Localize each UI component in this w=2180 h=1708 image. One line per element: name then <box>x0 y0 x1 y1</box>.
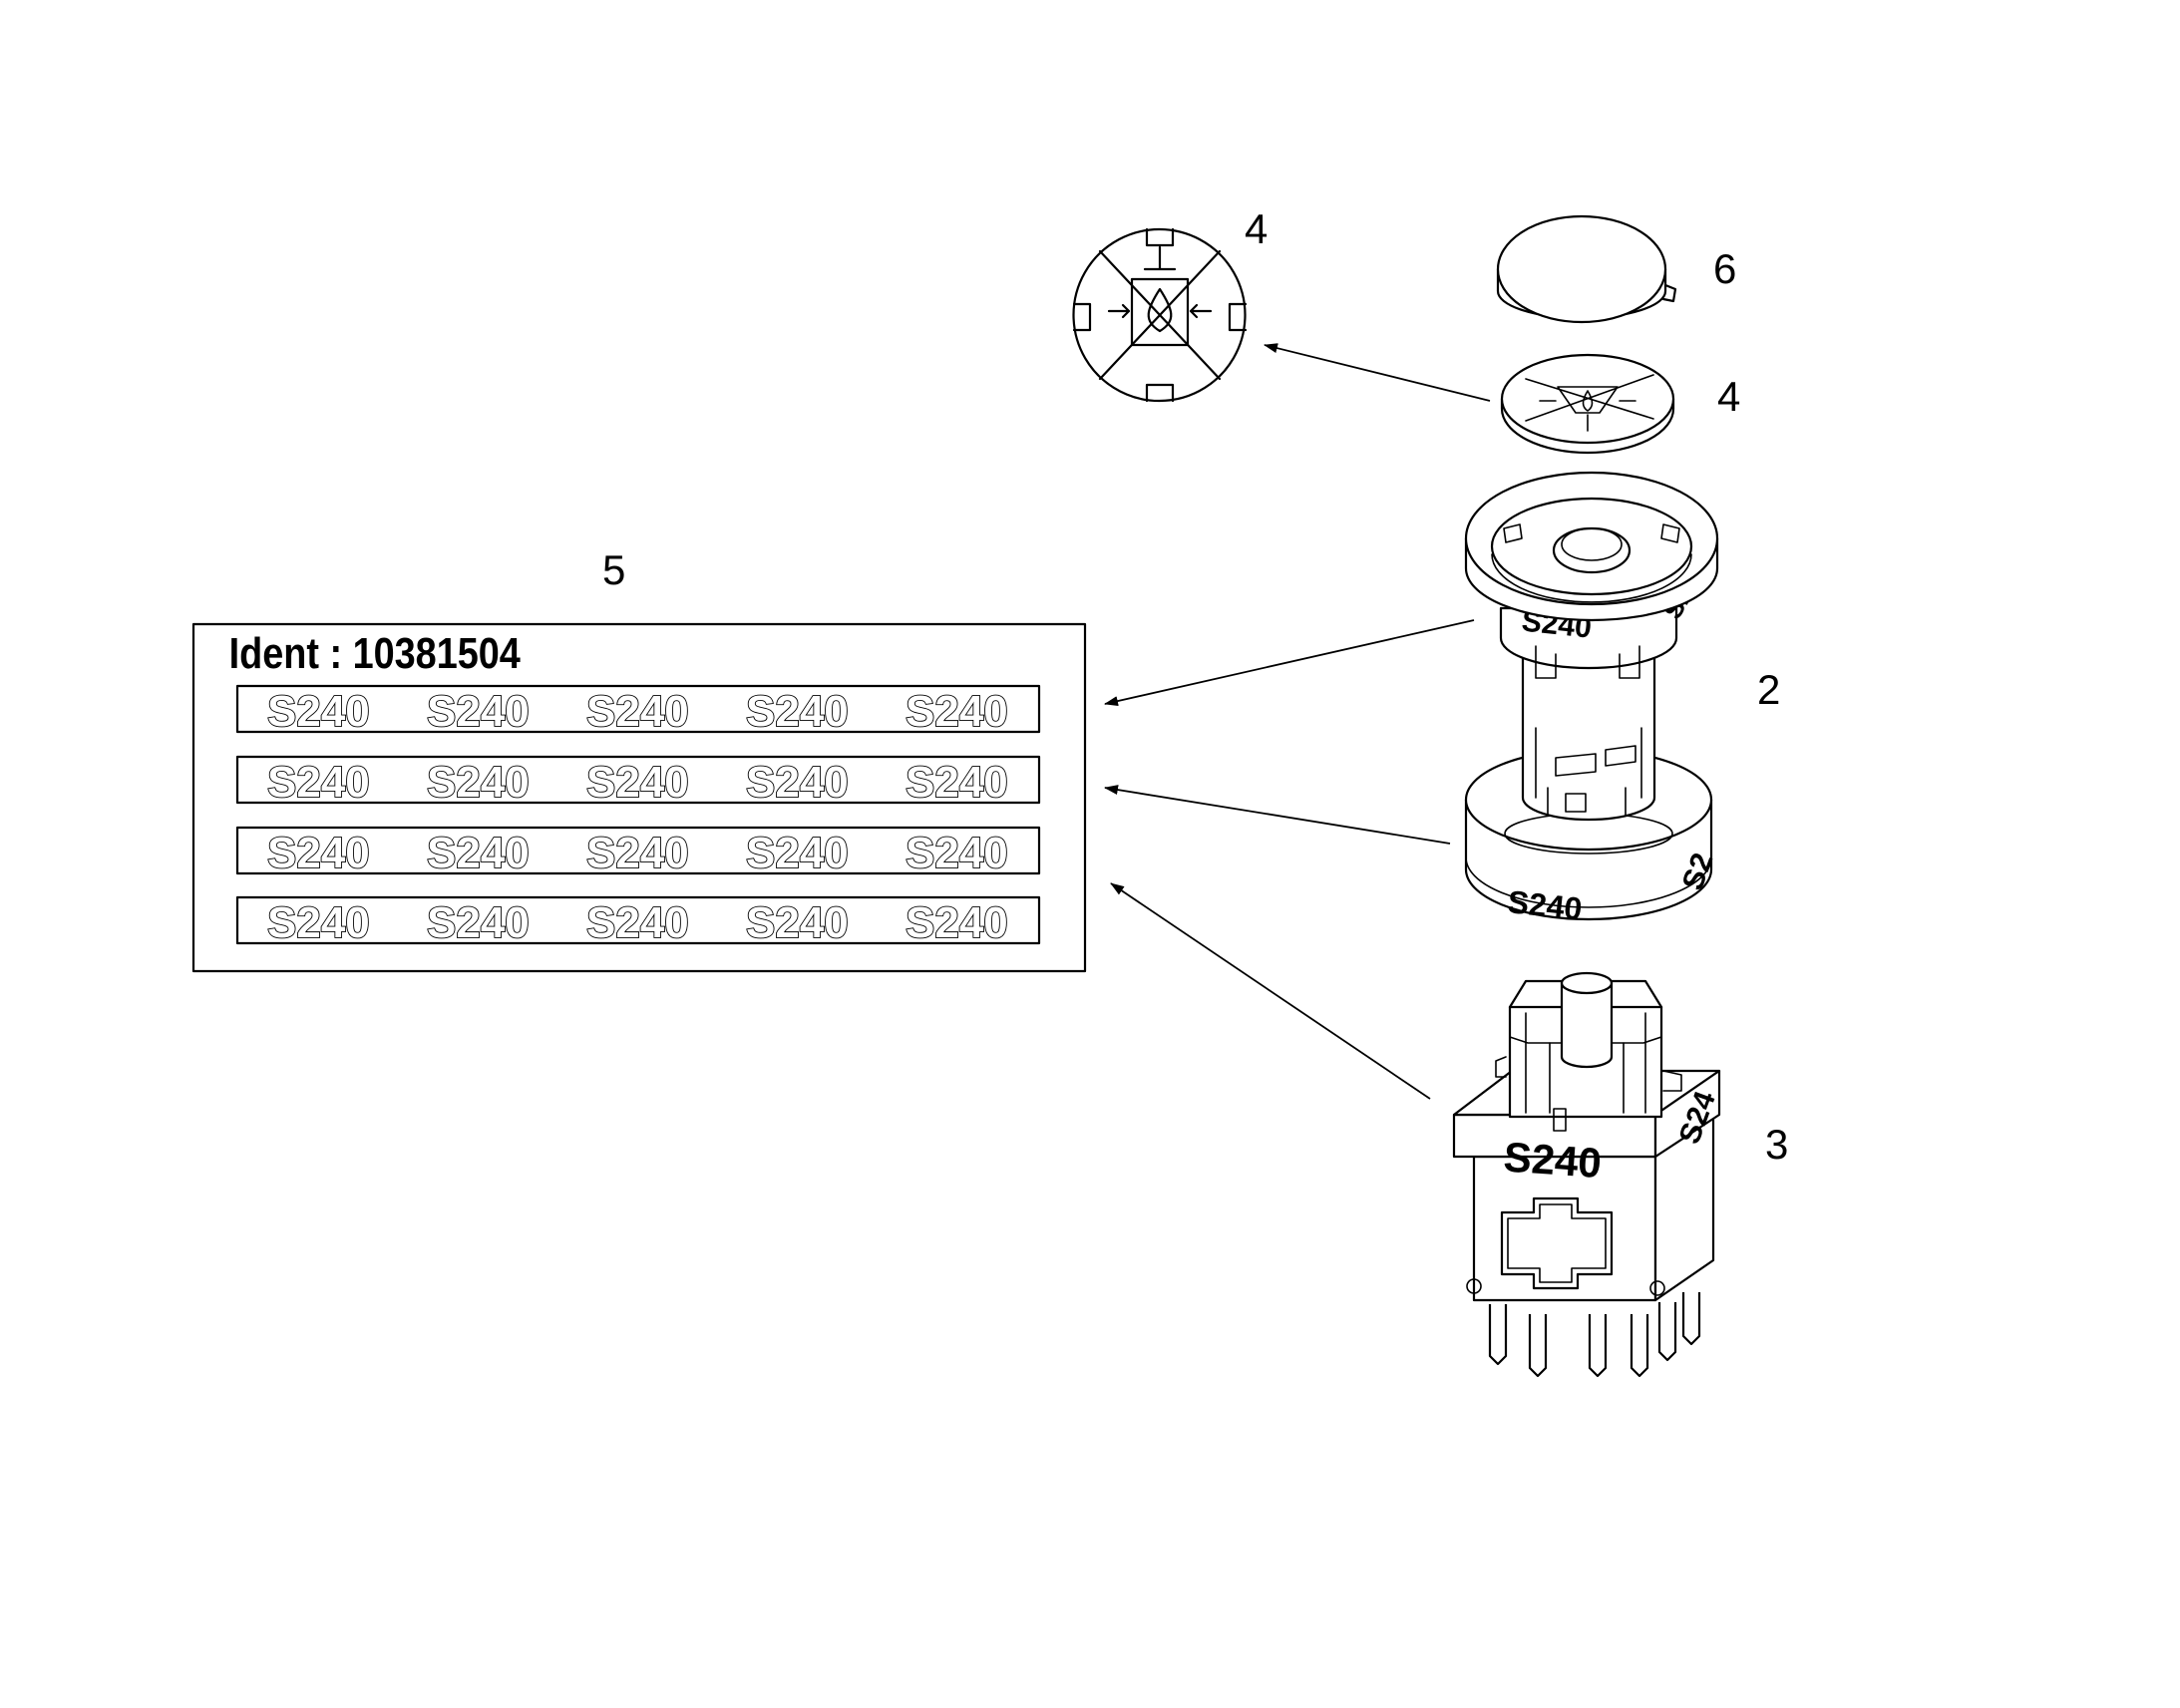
label-cell: S240 <box>906 758 1008 807</box>
label-row-4: S240 S240 S240 S240 S240 <box>235 895 1041 948</box>
label-cell: S240 <box>267 898 370 947</box>
label-cell: S240 <box>267 829 370 877</box>
label-cell: S240 <box>267 687 370 736</box>
label-row-2: S240 S240 S240 S240 S240 <box>235 755 1041 808</box>
callout-4-top: 4 <box>1245 205 1268 252</box>
label-cell: S240 <box>586 758 689 807</box>
symbol-disc-enlarged <box>1072 227 1248 403</box>
label-cell: S240 <box>746 829 849 877</box>
callout-4: 4 <box>1717 373 1740 420</box>
leader-arrow-body <box>1110 882 1431 1100</box>
callout-6: 6 <box>1713 245 1736 292</box>
label-cell: S240 <box>586 829 689 877</box>
warning-symbol-icon <box>1098 245 1222 381</box>
leader-arrows <box>1104 343 1491 1100</box>
label-cell: S240 <box>746 687 849 736</box>
label-row-3: S240 S240 S240 S240 S240 <box>235 826 1041 878</box>
ring-marking: S240 <box>1506 883 1584 927</box>
label-cell: S240 <box>427 687 530 736</box>
leader-arrow-disc <box>1264 343 1491 402</box>
actuator-housing-part: S240 S2 S240 S2 <box>1464 471 1719 927</box>
callout-2: 2 <box>1757 666 1780 713</box>
label-cell: S240 <box>906 687 1008 736</box>
label-cell: S240 <box>586 687 689 736</box>
label-cell: S240 <box>906 898 1008 947</box>
label-sheet: Ident : 10381504 S240 S240 S240 S240 S24… <box>191 622 1087 973</box>
cap-part <box>1496 214 1677 324</box>
switch-pins <box>1488 1292 1701 1378</box>
label-cell: S240 <box>427 758 530 807</box>
callout-3: 3 <box>1765 1121 1788 1168</box>
label-cell: S240 <box>906 829 1008 877</box>
label-cell: S240 <box>267 758 370 807</box>
switch-body-part: S240 S24 <box>1452 971 1722 1378</box>
label-row-1: S240 S240 S240 S240 S240 <box>235 684 1041 737</box>
leader-arrow-collar <box>1104 619 1475 706</box>
label-cell: S240 <box>746 898 849 947</box>
label-sheet-ident: Ident : 10381504 <box>229 628 521 677</box>
symbol-disc <box>1500 353 1675 455</box>
callout-5: 5 <box>602 546 625 593</box>
body-front-marking: S240 <box>1502 1133 1603 1187</box>
label-cell: S240 <box>427 829 530 877</box>
label-cell: S240 <box>427 898 530 947</box>
label-cell: S240 <box>586 898 689 947</box>
leader-arrow-ring <box>1104 785 1451 845</box>
label-cell: S240 <box>746 758 849 807</box>
